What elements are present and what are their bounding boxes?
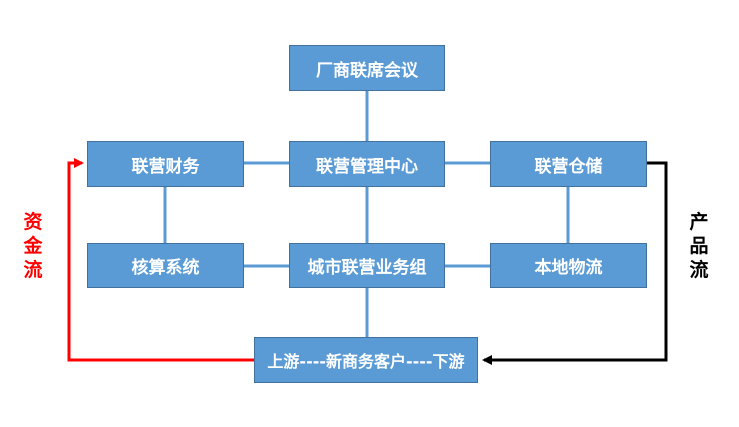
node-city-business-group: 城市联营业务组 — [289, 243, 445, 288]
node-joint-finance: 联营财务 — [87, 141, 244, 187]
product-flow-char: 品 — [689, 235, 709, 257]
node-manufacturer-joint-meeting: 厂商联席会议 — [289, 45, 445, 91]
capital-flow-arrow — [67, 158, 254, 362]
capital-flow-label: 资 金 流 — [20, 210, 46, 282]
node-upstream-downstream: 上游----新商务客户----下游 — [254, 337, 478, 383]
node-joint-management-center: 联营管理中心 — [289, 141, 445, 187]
product-flow-char: 产 — [689, 211, 709, 233]
node-accounting-system: 核算系统 — [87, 243, 244, 288]
capital-flow-char: 流 — [23, 259, 43, 281]
capital-flow-char: 金 — [23, 235, 43, 257]
product-flow-arrow — [482, 161, 668, 365]
product-flow-label: 产 品 流 — [686, 210, 712, 282]
node-joint-warehouse: 联营仓储 — [490, 141, 647, 187]
product-flow-char: 流 — [689, 259, 709, 281]
node-local-logistics: 本地物流 — [490, 243, 647, 288]
capital-flow-char: 资 — [23, 211, 43, 233]
